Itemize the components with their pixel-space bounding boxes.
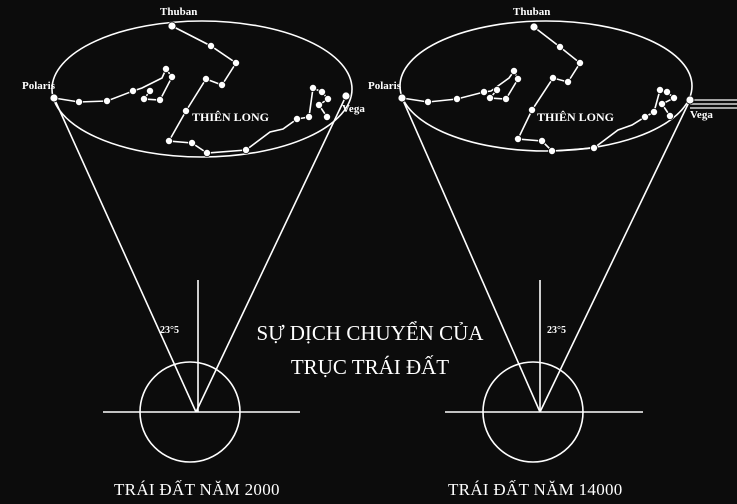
left-star xyxy=(187,138,196,147)
left-sky-ellipse xyxy=(51,20,353,158)
left-star xyxy=(317,88,326,97)
caption-line-1: SỰ DỊCH CHUYỂN CỦA xyxy=(256,321,484,345)
left-constellation-body xyxy=(167,25,330,154)
left-star xyxy=(202,148,211,157)
left-star xyxy=(201,75,210,84)
right-label-thuban: Thuban xyxy=(513,6,551,18)
right-cone-left-edge xyxy=(401,97,541,413)
left-star xyxy=(155,96,164,105)
left-star xyxy=(323,95,332,104)
right-star xyxy=(509,67,518,76)
right-star xyxy=(514,75,523,84)
right-star xyxy=(528,106,537,115)
right-star xyxy=(479,88,488,97)
left-star xyxy=(241,145,250,154)
left-footer: TRÁI ĐẤT NĂM 2000 xyxy=(114,480,280,499)
right-star xyxy=(423,98,432,107)
right-label-polaris: Polaris xyxy=(368,80,401,92)
right-star xyxy=(452,95,461,104)
right-star xyxy=(670,94,679,103)
right-label-constellation: THIÊN LONG xyxy=(537,110,615,124)
right-star xyxy=(641,113,650,122)
right-star xyxy=(514,134,523,143)
left-star-thuban xyxy=(167,21,177,31)
left-star-polaris xyxy=(49,93,59,103)
right-footer: TRÁI ĐẤT NĂM 14000 xyxy=(448,480,623,499)
right-label-vega: Vega xyxy=(690,109,713,121)
right-star xyxy=(658,100,667,109)
right-label-angle: 23°5 xyxy=(547,325,566,336)
right-star xyxy=(501,95,510,104)
left-star xyxy=(75,98,84,107)
right-sky-ellipse xyxy=(399,20,693,152)
right-star xyxy=(556,43,565,52)
right-earth-circle xyxy=(482,361,584,463)
right-star xyxy=(492,86,501,95)
right-star xyxy=(666,112,675,121)
left-star xyxy=(181,107,190,116)
left-star xyxy=(231,59,240,68)
right-star xyxy=(663,88,672,97)
left-star xyxy=(308,84,317,93)
left-label-thuban: Thuban xyxy=(160,6,198,18)
caption-line-2: TRỤC TRÁI ĐẤT xyxy=(290,355,450,379)
right-star xyxy=(564,78,573,87)
right-star-vega xyxy=(685,95,695,105)
right-constellation-body xyxy=(516,26,676,152)
left-star xyxy=(128,87,137,96)
left-star xyxy=(314,101,323,110)
right-star-polaris xyxy=(397,93,407,103)
right-star xyxy=(538,136,547,145)
right-star-thuban xyxy=(529,22,539,32)
right-star xyxy=(548,146,557,155)
right-star xyxy=(485,94,494,103)
caption: SỰ DỊCH CHUYỂN CỦA TRỤC TRÁI ĐẤT xyxy=(230,316,510,384)
left-star xyxy=(206,42,215,51)
left-star-vega xyxy=(341,91,351,101)
left-star xyxy=(322,113,331,122)
left-label-angle: 23°5 xyxy=(160,325,179,336)
left-label-vega: Vega xyxy=(342,103,365,115)
left-star xyxy=(217,81,226,90)
left-star xyxy=(167,73,176,82)
left-constellation-tail xyxy=(53,67,173,103)
left-label-constellation: THIÊN LONG xyxy=(192,110,270,124)
left-cone-right-edge xyxy=(195,95,347,413)
left-label-polaris: Polaris xyxy=(22,80,55,92)
right-constellation-tail xyxy=(401,69,519,103)
left-star xyxy=(103,97,112,106)
right-cone-right-edge xyxy=(539,99,691,413)
right-star xyxy=(650,108,659,117)
left-star xyxy=(292,115,301,124)
right-star xyxy=(576,59,585,68)
left-star xyxy=(145,87,154,96)
left-star xyxy=(164,136,173,145)
left-star xyxy=(139,95,148,104)
right-star xyxy=(549,74,558,83)
left-star xyxy=(304,113,313,122)
left-cone-left-edge xyxy=(53,97,197,413)
right-star xyxy=(656,86,665,95)
left-earth-circle xyxy=(139,361,241,463)
left-star xyxy=(161,65,170,74)
right-star xyxy=(590,143,599,152)
